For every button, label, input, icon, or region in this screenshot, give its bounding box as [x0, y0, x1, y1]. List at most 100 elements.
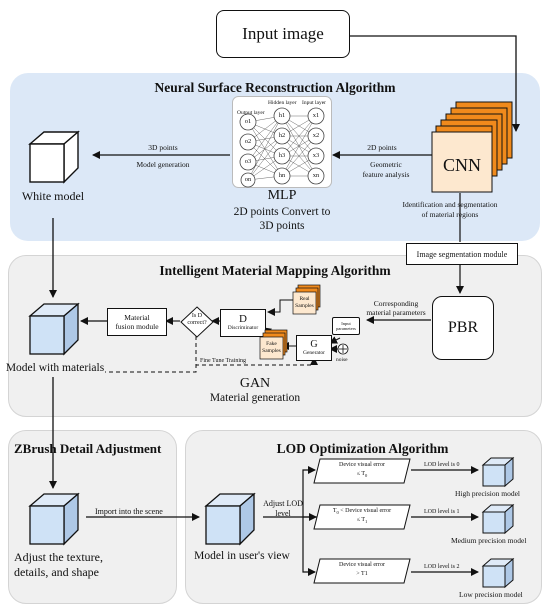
- mlp-out-node-n: on: [244, 176, 252, 183]
- segmentation-module-box: Image segmentation module: [406, 243, 518, 265]
- mlp-hidden-layer-label: Hidden layer: [268, 100, 297, 106]
- mlp-network: [232, 96, 332, 188]
- white-model-cube: [28, 130, 80, 184]
- is-d-label-1: Is D: [191, 313, 203, 319]
- discriminator-box: D Discriminator: [220, 309, 266, 337]
- condition-1-line-1: Device visual error: [339, 462, 385, 468]
- user-view-cube: [204, 492, 256, 546]
- input-parameters-label-2: parameters: [336, 326, 356, 331]
- condition-2-line-1: T0 < Device visual error: [316, 508, 408, 516]
- is-d-label-2: correct?: [187, 320, 207, 326]
- model-with-materials-label: Model with materials: [5, 362, 105, 374]
- geometric-label-1: Geometric: [370, 160, 402, 169]
- adjust-texture-label-2: details, and shape: [14, 565, 99, 579]
- model-with-materials-cube: [28, 302, 80, 356]
- input-image-box: Input image: [216, 10, 350, 58]
- noise-sum-node: [337, 343, 349, 355]
- mlp-output-layer-label: Output layer: [237, 110, 265, 116]
- medium-precision-cube: [481, 503, 515, 535]
- gan-caption: Material generation: [209, 392, 301, 404]
- condition-2-text: < Device visual error: [338, 508, 392, 514]
- import-scene-label: Import into the scene: [95, 507, 163, 516]
- condition-1-line-2: ≤ T0: [316, 471, 408, 479]
- pbr-box: PBR: [432, 296, 494, 360]
- mlp-out-node-3: o3: [244, 158, 252, 165]
- real-samples-stack: [292, 284, 321, 315]
- mlp-in-node-1: x1: [312, 112, 320, 119]
- white-model-label: White model: [21, 189, 85, 203]
- adjust-texture-label-1: Adjust the texture,: [14, 550, 103, 564]
- corresponding-label-1: Corresponding: [373, 299, 419, 308]
- mlp-out-node-2: o2: [244, 138, 252, 145]
- mlp-in-node-3: x3: [312, 152, 320, 159]
- lod-title: LOD Optimization Algorithm: [276, 441, 449, 456]
- adjust-lod-label-1: Adjust LOD: [263, 499, 303, 508]
- mlp-hid-node-1: h1: [278, 112, 286, 119]
- points-2d-label: 2D points: [367, 143, 397, 152]
- mlp-input-layer-label: Input layer: [302, 100, 326, 106]
- fusion-module-box: Material fusion module: [107, 308, 167, 336]
- cnn-label: CNN: [442, 155, 481, 175]
- mlp-title: MLP: [267, 188, 297, 203]
- fake-samples-stack: [259, 329, 288, 360]
- low-precision-label: Low precision model: [459, 590, 523, 599]
- condition-2-line-2: ≤ T1: [316, 517, 408, 525]
- ident-label-2: of material regions: [421, 210, 479, 219]
- medium-precision-label: Medium precision model: [451, 536, 527, 545]
- condition-3-line-1: Device visual error: [339, 562, 385, 568]
- is-d-correct-diamond: [180, 306, 214, 338]
- condition-2-sub2: 1: [365, 519, 368, 525]
- fusion-label-2: fusion module: [115, 322, 159, 331]
- discriminator-letter: D: [239, 313, 247, 325]
- high-precision-cube: [481, 456, 515, 488]
- low-precision-cube: [481, 557, 515, 589]
- discriminator-label: Discriminator: [227, 325, 259, 331]
- condition-2-le: ≤ T: [356, 517, 366, 523]
- neural-title: Neural Surface Reconstruction Algorithm: [154, 80, 396, 95]
- real-samples-label-2: Samples: [295, 303, 314, 309]
- zbrush-cube: [28, 492, 80, 546]
- condition-1-sub: 0: [365, 473, 368, 479]
- cnn-stack: [431, 101, 513, 193]
- lod-level-1-label: LOD level is 1: [424, 509, 460, 515]
- condition-2-t: T: [332, 508, 337, 514]
- segmentation-module-label: Image segmentation module: [416, 249, 508, 259]
- fake-samples-label-1: Fake: [266, 341, 277, 347]
- geometric-label-2: feature analysis: [362, 170, 410, 179]
- real-samples-label-1: Real: [299, 296, 310, 302]
- input-parameters-box: Input parameters: [332, 317, 360, 335]
- points-3d-label: 3D points: [148, 143, 178, 152]
- condition-1-le: ≤ T: [356, 471, 366, 477]
- high-precision-label: High precision model: [455, 489, 520, 498]
- ident-label-1: Identification and segmentation: [402, 200, 498, 209]
- mlp-in-node-n: xn: [312, 172, 320, 179]
- mlp-hid-node-n: hn: [278, 172, 286, 179]
- material-title: Intelligent Material Mapping Algorithm: [159, 263, 391, 278]
- generator-letter: G: [310, 338, 318, 350]
- mlp-in-node-2: x2: [312, 132, 320, 139]
- mlp-out-node-1: o1: [244, 118, 252, 125]
- model-generation-label: Model generation: [136, 160, 190, 169]
- input-image-label: Input image: [242, 24, 324, 43]
- mlp-hid-node-3: h3: [278, 152, 286, 159]
- zbrush-title: ZBrush Detail Adjustment: [14, 441, 162, 456]
- fake-samples-label-2: Samples: [262, 348, 281, 354]
- generator-label: Generator: [303, 349, 325, 356]
- adjust-lod-label-2: level: [275, 509, 291, 518]
- condition-shapes: [313, 458, 411, 584]
- generator-box: G Generator: [296, 335, 332, 361]
- pbr-label: PBR: [447, 319, 479, 336]
- fine-tune-label: Fine Tune Training: [200, 358, 247, 364]
- corresponding-label-2: material parameters: [366, 308, 426, 317]
- condition-3-line-2: > T1: [356, 571, 368, 577]
- fusion-label-1: Material: [124, 313, 150, 322]
- mlp-hid-node-2: h2: [278, 132, 286, 139]
- gan-title: GAN: [239, 376, 271, 391]
- noise-label: noise: [336, 357, 348, 363]
- user-view-label: Model in user's view: [194, 550, 290, 562]
- lod-level-0-label: LOD level is 0: [424, 462, 460, 468]
- lod-level-2-label: LOD level is 2: [424, 564, 460, 570]
- mlp-caption-1: 2D points Convert to: [233, 206, 331, 218]
- input-parameters-label-1: Input: [341, 321, 351, 326]
